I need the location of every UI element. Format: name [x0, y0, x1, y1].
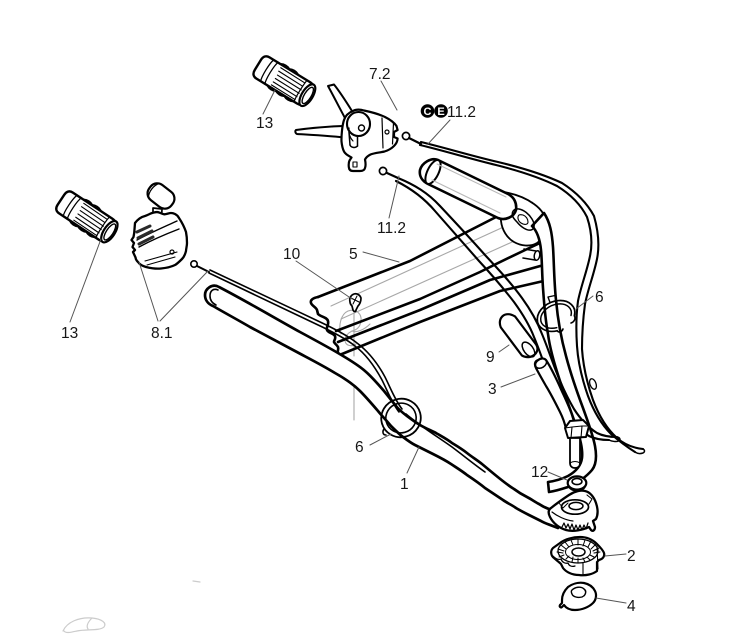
svg-text:7.2: 7.2 — [369, 66, 391, 83]
svg-text:13: 13 — [256, 115, 273, 132]
svg-text:C: C — [424, 106, 432, 118]
svg-text:6: 6 — [355, 439, 364, 456]
svg-text:11.2: 11.2 — [447, 104, 476, 121]
svg-text:E: E — [437, 106, 444, 118]
svg-text:9: 9 — [486, 349, 495, 366]
svg-text:2: 2 — [627, 548, 636, 565]
svg-text:8.1: 8.1 — [151, 325, 173, 342]
svg-text:4: 4 — [627, 598, 636, 615]
svg-text:5: 5 — [349, 246, 358, 263]
svg-text:12: 12 — [531, 464, 548, 481]
svg-text:3: 3 — [488, 381, 497, 398]
svg-text:1: 1 — [400, 476, 409, 493]
svg-text:13: 13 — [61, 325, 78, 342]
svg-text:11.2: 11.2 — [377, 220, 406, 237]
svg-text:10: 10 — [283, 246, 301, 263]
svg-text:6: 6 — [595, 289, 604, 306]
